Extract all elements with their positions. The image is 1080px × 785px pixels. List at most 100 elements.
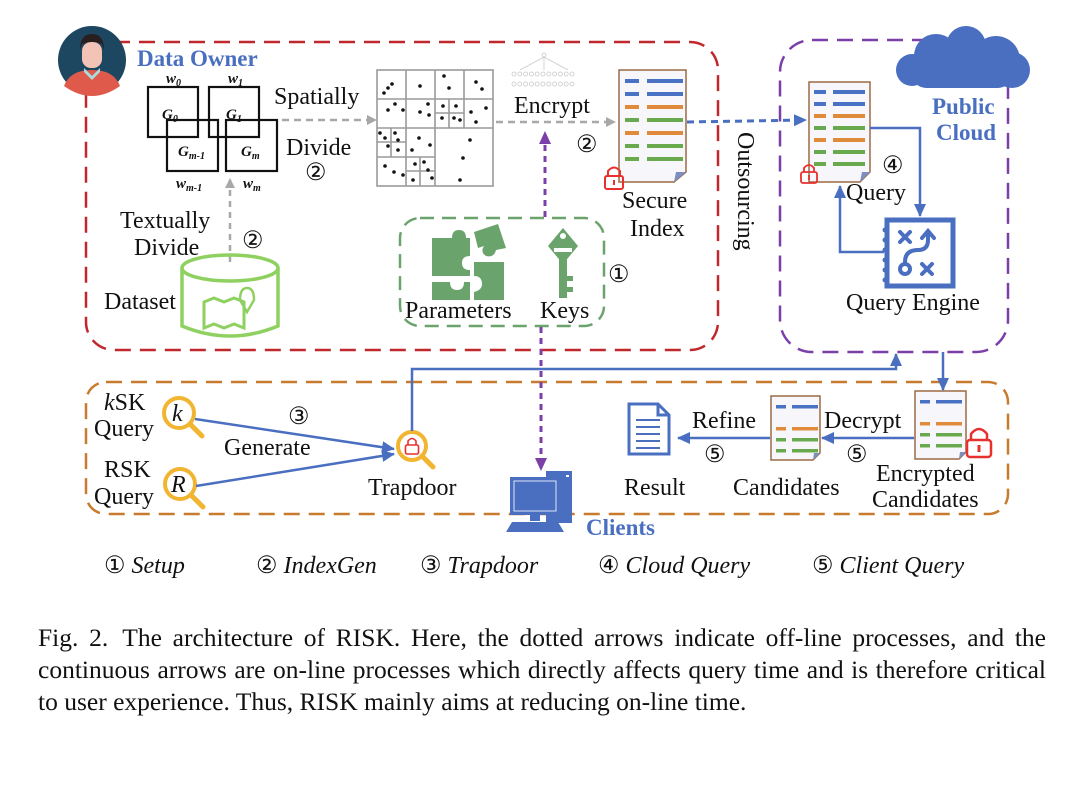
data-owner-region	[84, 40, 720, 352]
outsourcing-arrow	[686, 114, 807, 127]
spatial-point	[401, 173, 405, 177]
index-entry-key	[814, 126, 826, 130]
figure-caption: Fig. 2.The architecture of RISK. Here, t…	[38, 622, 1046, 718]
tree-node	[529, 71, 534, 77]
tree-node	[540, 71, 546, 77]
query-engine-icon	[882, 217, 956, 289]
index-entry-value	[792, 449, 818, 453]
secure-label: Secure	[622, 188, 687, 214]
index-entry-key	[814, 102, 826, 106]
index-entry-key	[814, 162, 826, 166]
tree-node	[534, 81, 540, 87]
spatial-point	[461, 156, 465, 160]
rsk-query-label: Query	[94, 484, 154, 510]
index-entry-key	[625, 131, 639, 135]
candidates-label: Candidates	[733, 475, 840, 501]
index-entry-key	[776, 427, 786, 431]
index-entry-value	[833, 150, 865, 154]
rsk-generate-arrow	[195, 449, 395, 488]
step-2-marker-encrypt: ②	[576, 132, 598, 158]
tree-node	[563, 81, 569, 87]
tree-node	[540, 81, 546, 87]
ksk-generate-arrow	[194, 417, 395, 454]
divide-label: Divide	[286, 135, 351, 161]
parameters-puzzle-icon	[432, 224, 506, 300]
parameters-label: Parameters	[405, 298, 512, 324]
rsk-label: RSK	[104, 457, 151, 483]
result-label: Result	[624, 475, 686, 501]
refine-label: Refine	[692, 408, 756, 434]
encrypted-candidates-label: Candidates	[872, 487, 979, 513]
spatial-point	[411, 178, 415, 182]
tree-node	[534, 71, 540, 77]
weight-w0-label: w0	[166, 71, 181, 89]
index-entry-value	[936, 444, 962, 448]
step-4-marker: ④	[882, 153, 904, 179]
public-cloud-title-line1: Public	[932, 94, 995, 119]
spatial-point	[440, 116, 444, 120]
index-entry-value	[792, 405, 818, 409]
tree-structure-icon	[511, 52, 575, 87]
caption-text: The architecture of RISK. Here, the dott…	[38, 623, 1046, 716]
step-5-marker-decrypt: ⑤	[846, 442, 868, 468]
tree-node	[517, 71, 523, 77]
spatial-point	[393, 131, 397, 135]
dataset-label: Dataset	[104, 289, 176, 315]
spatial-point	[441, 104, 445, 108]
spatial-point	[474, 120, 478, 124]
query-label: Query	[846, 180, 906, 206]
step-2-marker-spatial: ②	[305, 160, 327, 186]
spatial-point	[422, 160, 426, 164]
encrypted-candidates-lock-icon	[965, 427, 993, 459]
textual-grids	[146, 85, 279, 173]
index-entry-value	[833, 102, 865, 106]
grid-gm-1-label: Gm-1	[178, 144, 205, 162]
spatial-point	[474, 80, 478, 84]
spatial-point	[392, 170, 396, 174]
result-document-icon	[627, 402, 671, 456]
public-cloud-region	[778, 38, 1010, 354]
grid-gm-label: Gm	[241, 144, 260, 162]
ksk-query-label: Query	[94, 416, 154, 442]
index-entry-key	[814, 90, 826, 94]
spatial-point	[430, 176, 434, 180]
tree-node	[523, 81, 528, 87]
spatial-point	[468, 138, 472, 142]
spatial-point	[410, 148, 414, 152]
index-entry-key	[776, 405, 786, 409]
tree-node	[569, 81, 575, 87]
keys-label: Keys	[540, 298, 589, 324]
spatial-points	[378, 74, 488, 182]
candidates-document-icon	[770, 395, 821, 461]
dataset-icon	[180, 253, 280, 338]
encrypted-label: Encrypted	[876, 461, 975, 487]
ksk-magnifier-letter: k	[172, 401, 183, 427]
architecture-diagram: Data Owner G0 G1 Gm-1 Gm w0 w1 wm-1 wm S…	[58, 26, 1030, 579]
index-entry-key	[920, 433, 930, 437]
index-entry-value	[647, 79, 683, 83]
index-entry-value	[647, 144, 683, 148]
grid-g0-label: G0	[162, 107, 178, 125]
index-entry-key	[625, 105, 639, 109]
tree-node	[517, 81, 523, 87]
spatial-point	[447, 86, 451, 90]
index-label: Index	[630, 216, 685, 242]
tree-node	[511, 81, 517, 87]
weight-w1-label: w1	[228, 71, 243, 89]
index-entry-value	[833, 162, 865, 166]
index-entry-value	[936, 400, 962, 404]
clients-title: Clients	[586, 515, 655, 540]
ksk-query-magnifier-icon	[162, 396, 205, 439]
weight-wm-label: wm	[243, 176, 261, 194]
index-entry-key	[625, 144, 639, 148]
data-owner-title: Data Owner	[137, 46, 258, 71]
spatial-point	[480, 87, 484, 91]
spatial-point	[396, 138, 400, 142]
key-icon	[548, 228, 578, 298]
index-entry-value	[833, 90, 865, 94]
spatial-point	[383, 136, 387, 140]
index-entry-key	[776, 449, 786, 453]
